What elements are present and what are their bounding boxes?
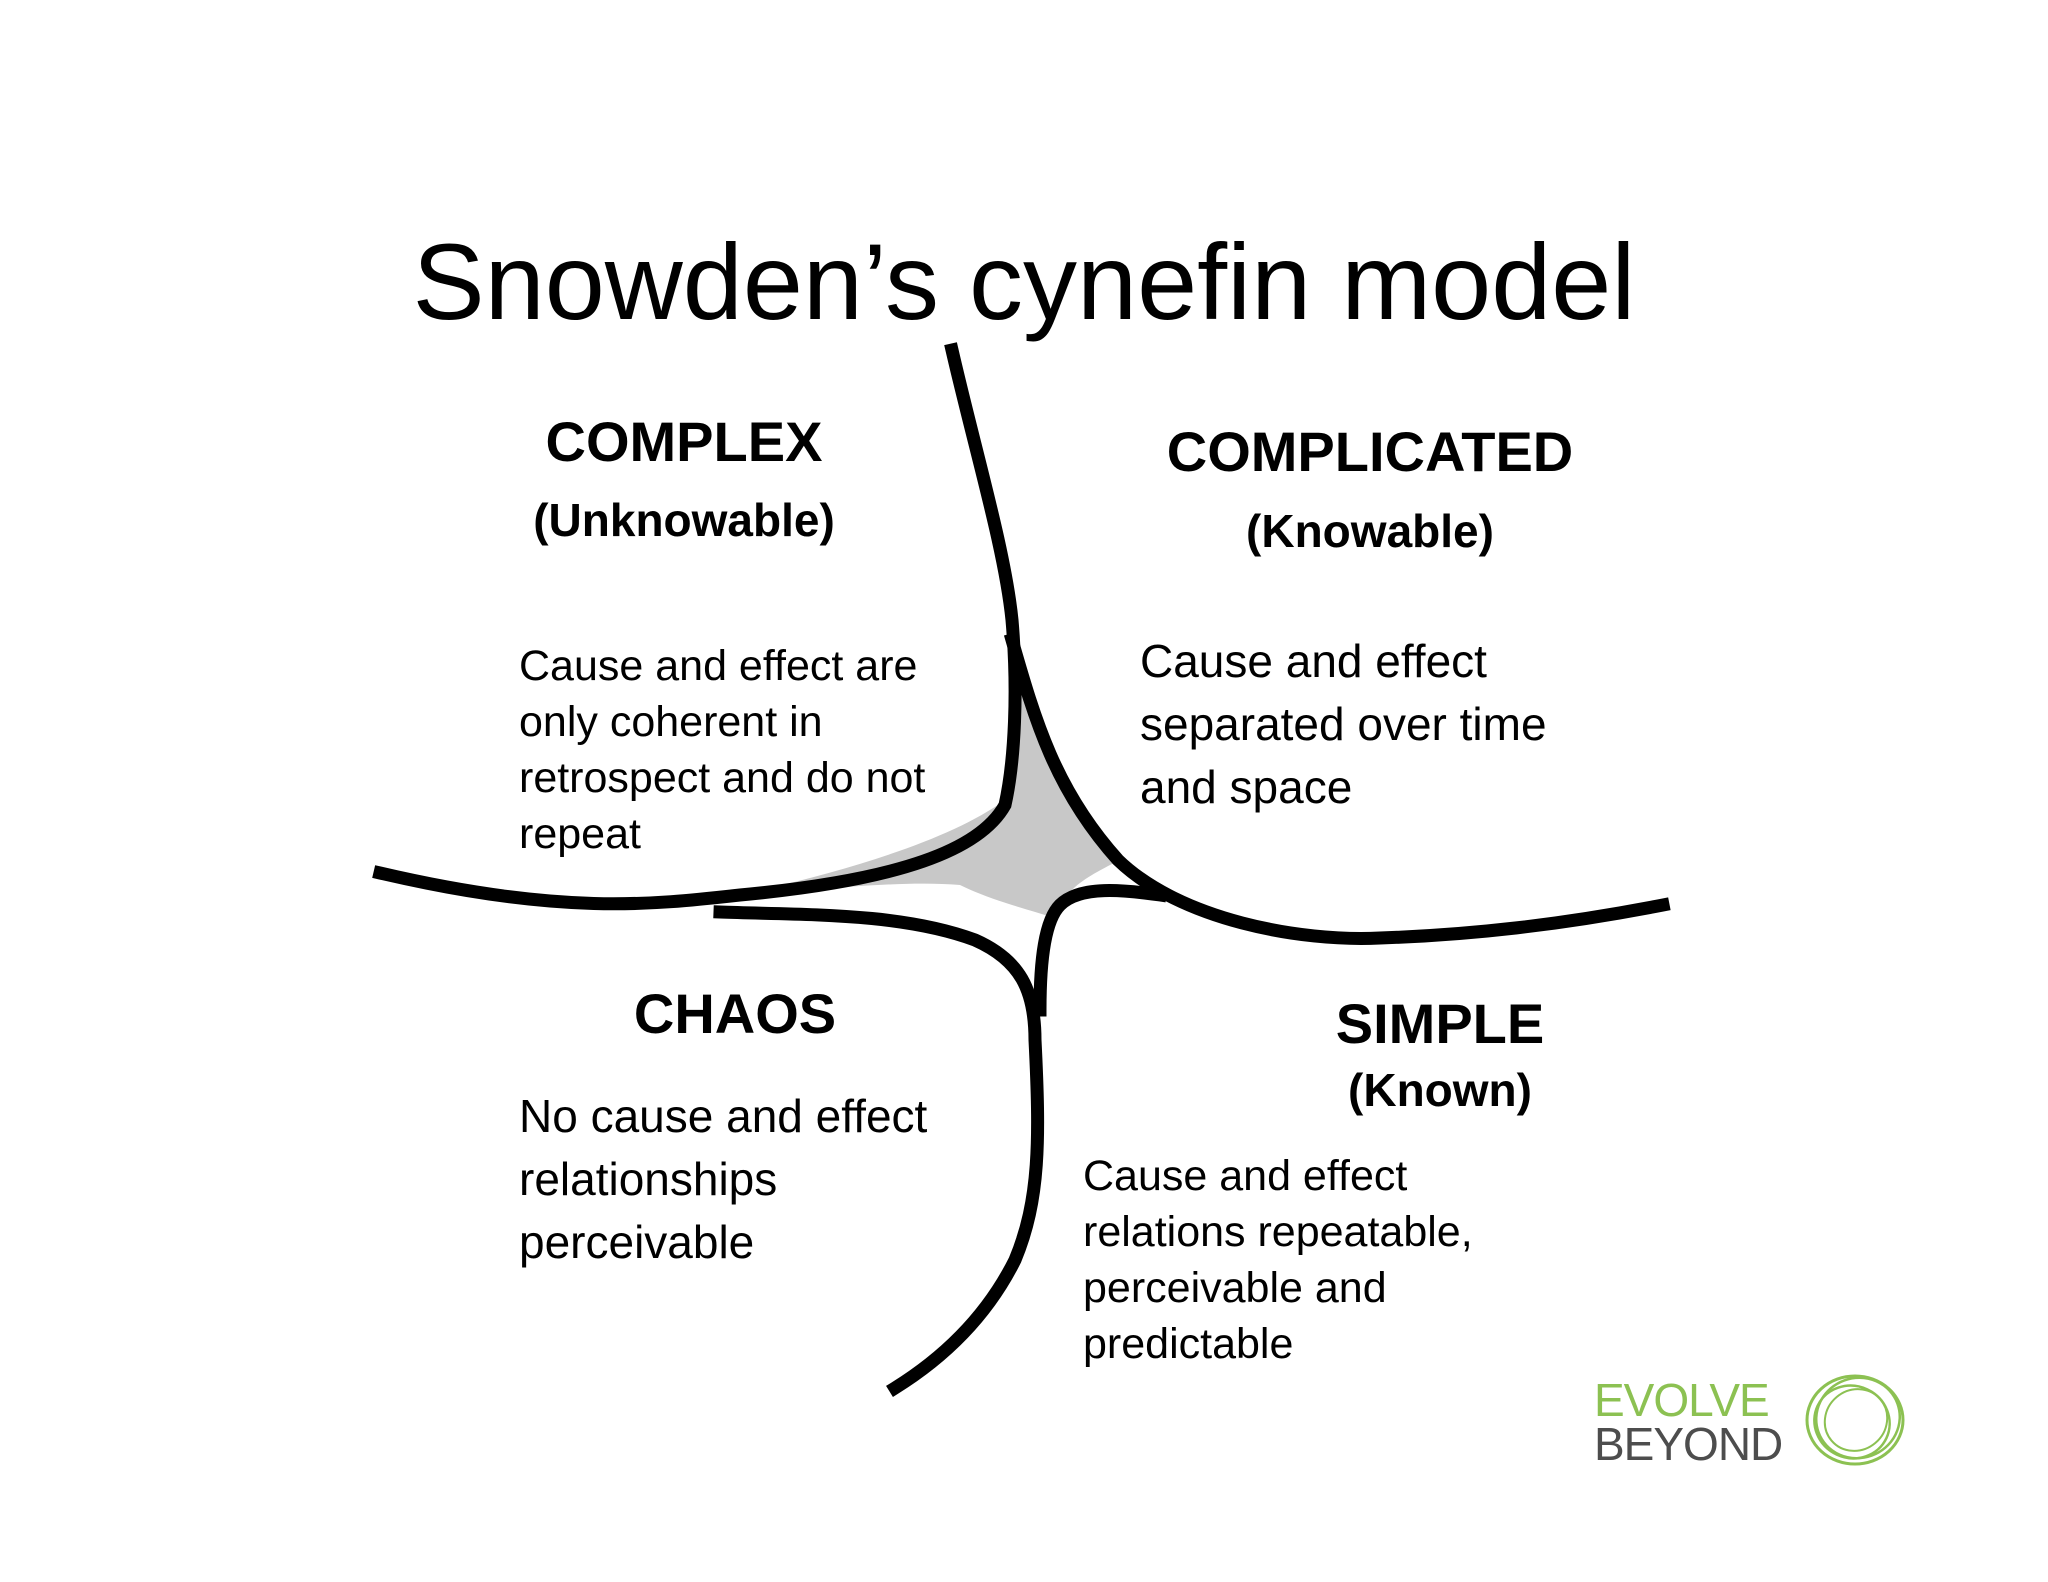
logo-line1: EVOLVE: [1594, 1374, 1770, 1426]
complicated-heading: COMPLICATED: [1166, 420, 1574, 483]
chaos-description: No cause and effect relationships percei…: [519, 1090, 928, 1268]
complicated-description: Cause and effect separated over time and…: [1140, 635, 1547, 813]
page-title: Snowden’s cynefin model: [412, 221, 1636, 342]
simple-heading: SIMPLE: [1335, 992, 1545, 1055]
complex-subheading: (Unknowable): [533, 494, 835, 546]
simple-description: Cause and effect relations repeatable, p…: [1083, 1152, 1473, 1368]
chaos-heading: CHAOS: [633, 982, 837, 1045]
evolve-beyond-logo: EVOLVE BEYOND: [1594, 1374, 1783, 1470]
complex-heading: COMPLEX: [545, 410, 823, 473]
complex-description: Cause and effect are only coherent in re…: [519, 642, 926, 858]
complex-complicated-boundary: [372, 342, 1022, 911]
complicated-simple-boundary: [1003, 631, 1671, 945]
chaos-simple-boundary: [713, 905, 1045, 1397]
complicated-subheading: (Knowable): [1246, 505, 1494, 557]
disorder-center-region: [740, 640, 1120, 918]
logo-line2: BEYOND: [1594, 1418, 1783, 1470]
concentric-circles-icon: [1805, 1374, 1905, 1466]
simple-subheading: (Known): [1348, 1064, 1532, 1116]
center-inner-boundary: [1033, 884, 1168, 1017]
